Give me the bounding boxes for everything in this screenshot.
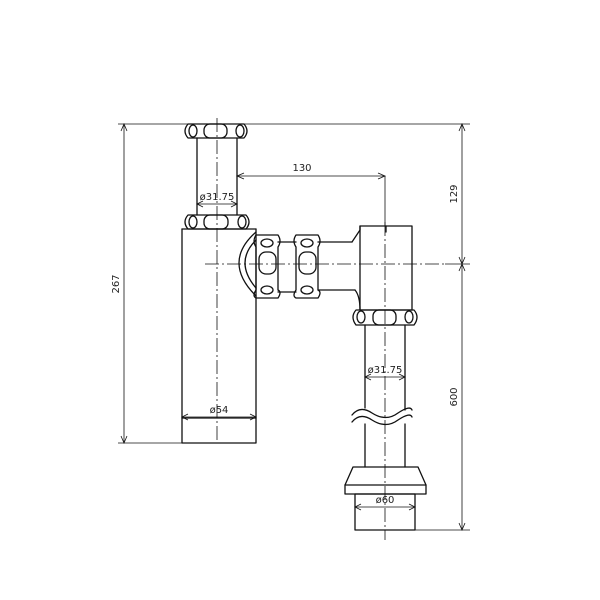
pipe-length-label: 600 xyxy=(449,387,460,406)
horizontal-arm xyxy=(317,225,361,311)
body-diameter-label: ø54 xyxy=(210,405,229,416)
center-lines xyxy=(205,118,445,540)
extension-lines xyxy=(118,123,470,531)
dimension-lines xyxy=(120,122,466,532)
outlet-elbow xyxy=(359,225,413,311)
outlet-coupling-nut xyxy=(352,309,418,326)
inlet-diameter-label: ø31.75 xyxy=(200,192,235,203)
center-spacing-label: 130 xyxy=(292,163,311,174)
outlet-diameter-label: ø31.75 xyxy=(368,365,403,376)
elbow-dome xyxy=(238,231,257,297)
overall-height-label: 267 xyxy=(111,274,122,293)
horizontal-fitting xyxy=(253,234,321,299)
outlet-pipe xyxy=(351,324,413,468)
top-coupling-nut xyxy=(184,123,248,139)
flange-diameter-label: ø60 xyxy=(376,495,395,506)
bottle-body xyxy=(181,228,257,444)
inlet-tube xyxy=(196,137,238,216)
right-height-label: 129 xyxy=(449,184,460,203)
